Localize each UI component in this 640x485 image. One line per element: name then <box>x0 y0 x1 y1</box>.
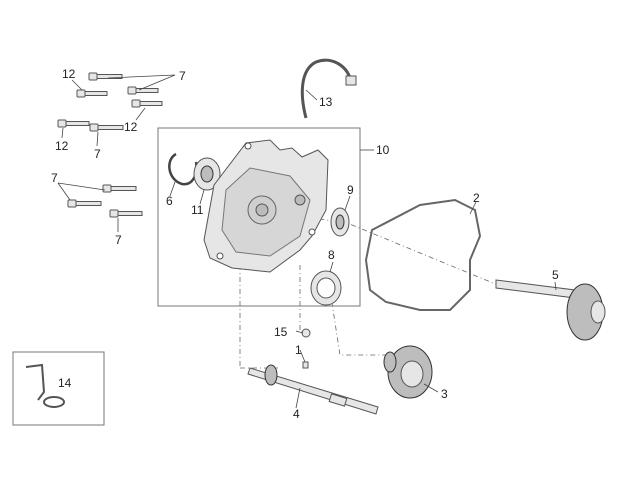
drain-screw <box>301 328 311 338</box>
label-part-1: 1 <box>295 343 302 357</box>
bolt <box>131 99 163 108</box>
label-part-10: 10 <box>376 143 390 157</box>
bolt <box>88 72 123 81</box>
bolt <box>127 86 159 95</box>
bolt <box>76 89 108 98</box>
label-part-6: 6 <box>166 194 173 208</box>
circlip <box>168 152 198 186</box>
label-part-15: 15 <box>274 325 288 339</box>
input-shaft <box>247 364 379 415</box>
label-part-9: 9 <box>347 183 354 197</box>
label-part-7a: 7 <box>179 69 186 83</box>
bolt <box>57 119 90 128</box>
label-part-7b: 7 <box>94 147 101 161</box>
gasket <box>364 198 482 311</box>
bolt <box>89 123 124 132</box>
bracket <box>25 363 65 408</box>
bracket-inset-frame <box>12 351 105 426</box>
bolt <box>102 184 137 193</box>
bolt <box>67 199 102 208</box>
breather-pipe <box>300 58 352 119</box>
label-part-11: 11 <box>191 203 204 217</box>
label-part-5: 5 <box>552 268 559 282</box>
label-part-12c: 12 <box>55 139 69 153</box>
label-part-8: 8 <box>328 248 335 262</box>
label-part-14: 14 <box>58 376 72 390</box>
label-part-2: 2 <box>473 191 480 205</box>
output-shaft <box>495 279 606 341</box>
bolt <box>109 209 143 218</box>
label-part-4: 4 <box>293 407 300 421</box>
bolts <box>57 72 163 218</box>
pipe-connector <box>345 75 357 86</box>
label-part-3: 3 <box>441 387 448 401</box>
label-part-13: 13 <box>319 95 333 109</box>
cover-assembly-frame <box>157 127 361 307</box>
label-part-7c: 7 <box>51 171 58 185</box>
label-part-7d: 7 <box>115 233 122 247</box>
intermediate-gear <box>383 345 433 399</box>
leader-lines <box>57 74 557 409</box>
label-part-12a: 12 <box>62 67 76 81</box>
dowel-pin <box>302 361 309 369</box>
label-part-12b: 12 <box>124 120 138 134</box>
